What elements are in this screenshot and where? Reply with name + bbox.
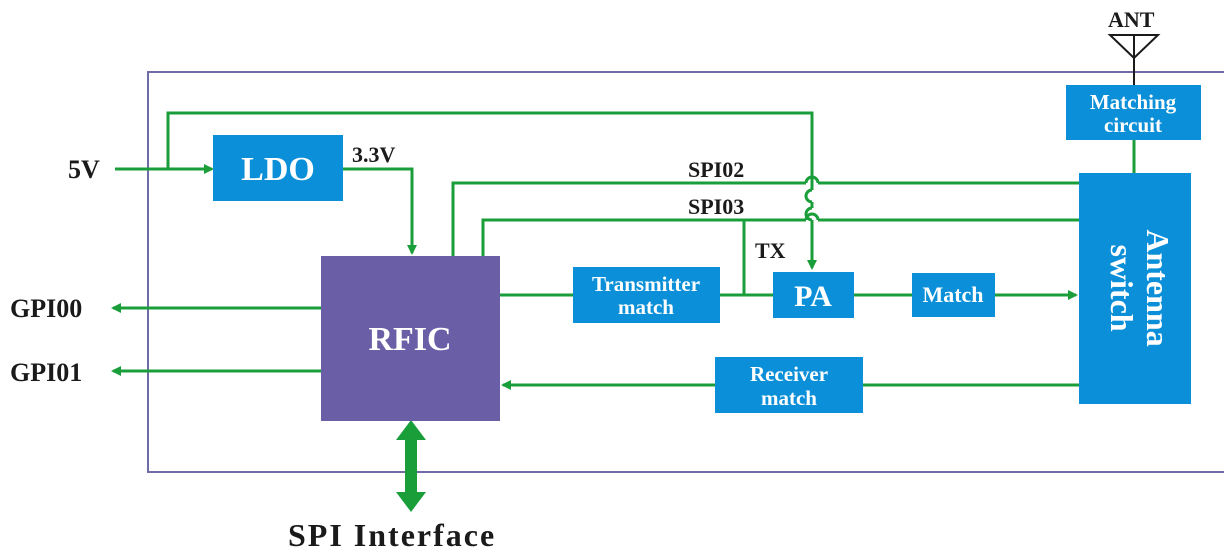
rfic-label: RFIC	[368, 321, 451, 358]
antenna-switch-label-1: Antenna	[1140, 229, 1176, 346]
ant-label: ANT	[1108, 7, 1155, 32]
antenna-switch-label-2: switch	[1104, 244, 1140, 331]
wire-spi03	[481, 218, 806, 256]
receiver-match-label-1: Receiver	[750, 362, 828, 386]
wire-5v-to-pa-hop2	[804, 206, 813, 222]
wire-spi02-hop	[804, 175, 820, 184]
pa-block: PA	[773, 272, 854, 318]
wire-5v-to-pa-hop	[804, 188, 813, 204]
transmitter-match-label-2: match	[618, 295, 674, 319]
spi02-label: SPI02	[688, 157, 744, 182]
rfic-block: RFIC	[321, 256, 500, 421]
match-label: Match	[922, 282, 983, 307]
antenna-icon	[1107, 34, 1161, 60]
ldo-label: LDO	[241, 151, 315, 188]
wire-spi03-hop	[804, 212, 820, 221]
transmitter-match-label-1: Transmitter	[592, 272, 700, 296]
wire-spi02	[451, 181, 806, 256]
tx-label: TX	[755, 238, 786, 263]
receiver-match-label-2: match	[761, 386, 817, 410]
spi-interface-arrow	[396, 420, 426, 512]
spi-interface-label: SPI Interface	[288, 517, 496, 553]
transmitter-match-block: Transmitter match	[573, 267, 720, 323]
receiver-match-block: Receiver match	[715, 357, 863, 413]
wire-5v-to-pa	[166, 111, 814, 190]
matching-circuit-label-1: Matching	[1090, 90, 1177, 114]
antenna-switch-block: Antenna switch	[1079, 173, 1191, 404]
ldo-block: LDO	[213, 135, 343, 201]
matching-circuit-block: Matching circuit	[1066, 85, 1201, 140]
module-border	[147, 71, 1224, 473]
input-5v-label: 5V	[68, 155, 100, 184]
wire-ldo-to-rfic	[343, 167, 417, 255]
match-block: Match	[912, 273, 995, 317]
gpi01-label: GPI01	[10, 358, 82, 387]
matching-circuit-label-2: circuit	[1104, 113, 1162, 137]
gpi00-label: GPI00	[10, 294, 82, 323]
spi03-label: SPI03	[688, 194, 744, 219]
voltage-3v3-label: 3.3V	[352, 142, 396, 167]
pa-label: PA	[794, 280, 832, 313]
